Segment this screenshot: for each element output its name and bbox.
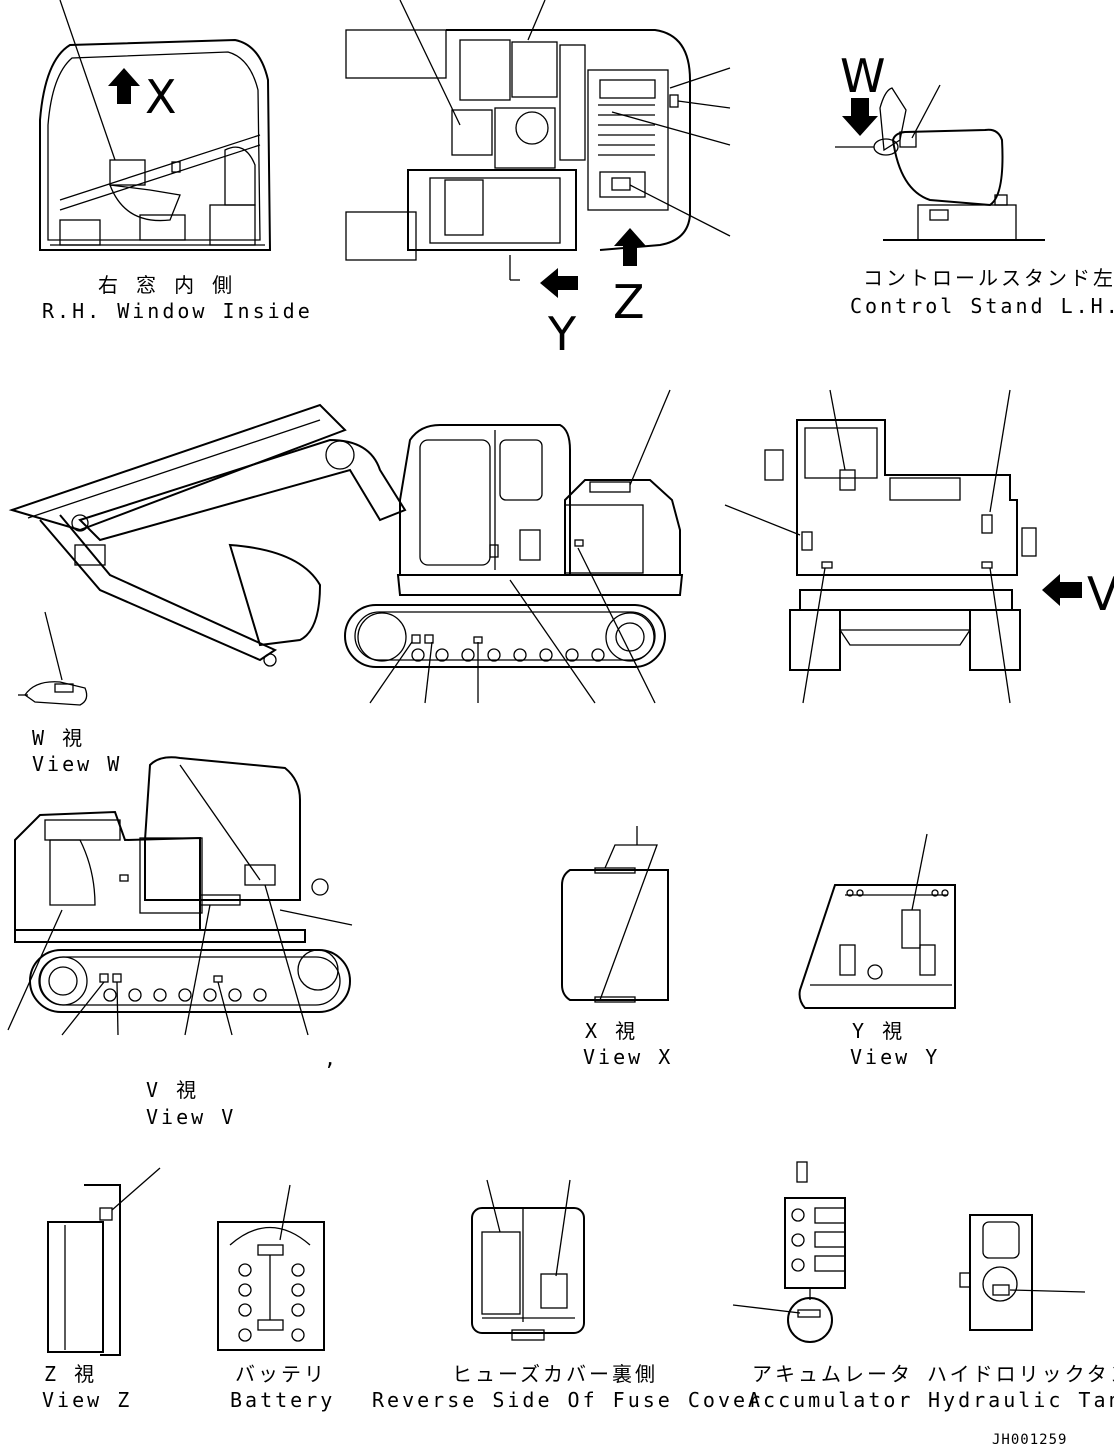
view-y-caption-en: View Y — [850, 1045, 940, 1069]
view-w-caption-jp: W 視 — [32, 726, 85, 750]
fuse-cover-caption-jp: ヒューズカバー裏側 — [452, 1362, 658, 1386]
view-v-caption-jp: V 視 — [146, 1078, 199, 1102]
accumulator-drawing — [732, 1161, 846, 1343]
view-z-caption-en: View Z — [42, 1388, 132, 1412]
battery-caption-en: Battery — [230, 1388, 335, 1412]
battery-drawing — [217, 1184, 325, 1351]
arrow-z-up — [614, 228, 646, 266]
arrow-w-down — [842, 98, 878, 136]
hydraulic-tank-caption-en: Hydraulic Tank — [928, 1388, 1114, 1412]
control-stand-drawing — [835, 84, 1045, 241]
fuse-cover-caption-en: Reverse Side Of Fuse Cover — [372, 1388, 763, 1412]
accumulator-caption-en: Accumulator — [748, 1388, 913, 1412]
rh-window-caption-jp: 右 窓 内 側 — [98, 273, 235, 297]
stray-mark: , — [324, 1046, 339, 1070]
view-x-caption-jp: X 視 — [585, 1019, 638, 1043]
view-x-drawing — [561, 826, 669, 1003]
view-v-drawing — [7, 756, 353, 1036]
arrow-letter-z: Z — [613, 275, 645, 329]
view-v-caption-en: View V — [146, 1105, 236, 1129]
view-y-drawing — [798, 833, 956, 1009]
arrow-letter-v: V — [1087, 567, 1114, 621]
view-w-drawing — [18, 611, 88, 706]
arrow-letter-y: Y — [547, 307, 577, 361]
view-x-caption-en: View X — [583, 1045, 673, 1069]
view-z-caption-jp: Z 視 — [44, 1362, 97, 1386]
arrow-v-left — [1042, 574, 1082, 606]
rh-window-inside-drawing — [39, 0, 272, 251]
arrow-x-up — [108, 68, 140, 104]
arrow-letter-w: W — [840, 49, 885, 103]
rh-window-caption-en: R.H. Window Inside — [42, 299, 313, 323]
view-y-caption-jp: Y 視 — [852, 1019, 905, 1043]
machine-top-view-drawing — [345, 0, 731, 281]
accumulator-caption-jp: アキュムレータ — [752, 1362, 913, 1386]
view-z-drawing — [47, 1167, 161, 1356]
battery-caption-jp: バッテリ — [235, 1362, 327, 1386]
hydraulic-tank-drawing — [959, 1214, 1086, 1331]
machine-rear-view-drawing — [724, 389, 1037, 704]
control-stand-caption-en: Control Stand L.H. — [850, 294, 1114, 318]
view-w-caption-en: View W — [32, 752, 122, 776]
excavator-side-view-drawing — [8, 389, 684, 704]
arrow-letter-x: X — [145, 70, 177, 124]
fuse-cover-drawing — [471, 1179, 585, 1341]
drawing-number: JH001259 — [992, 1432, 1067, 1448]
hydraulic-tank-caption-jp: ハイドロリックタンク — [927, 1362, 1114, 1386]
control-stand-caption-jp: コントロールスタンド左 — [863, 266, 1114, 290]
arrow-y-left — [540, 268, 578, 298]
